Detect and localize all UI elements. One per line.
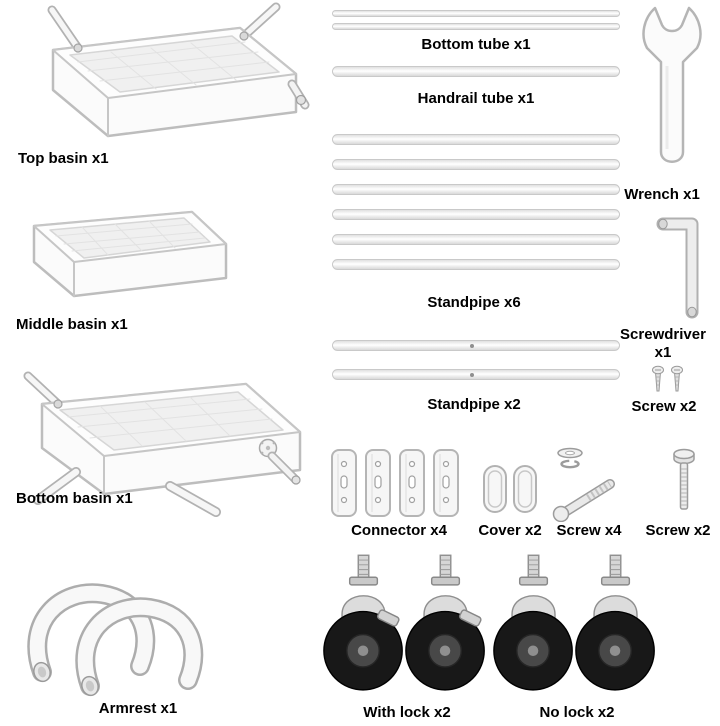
connector-illustration xyxy=(433,449,459,517)
bottom-tube-illustration xyxy=(332,23,620,30)
standpipe-illustration xyxy=(332,184,620,195)
standpipe-illustration xyxy=(332,209,620,220)
screwdriver-label: Screwdriver x1 xyxy=(620,326,706,361)
screw-set-illustration xyxy=(552,447,615,522)
connector-illustration xyxy=(399,449,425,517)
screw-hole xyxy=(470,343,475,348)
brake-lever xyxy=(459,609,482,627)
screw xyxy=(652,365,664,392)
connector-label: Connector x4 xyxy=(351,522,447,539)
top-basin-illustration xyxy=(47,2,310,138)
bottom-basin-illustration xyxy=(23,371,302,517)
connector-illustration xyxy=(331,449,357,517)
bolt-illustration xyxy=(673,448,695,510)
standpipe-illustration xyxy=(332,259,620,270)
caster-with-lock-illustration xyxy=(323,554,403,691)
standpipe-drilled-illustration xyxy=(332,369,620,380)
standpipe-illustration xyxy=(332,134,620,145)
caster-no-lock-illustration xyxy=(575,554,655,691)
caster-with-lock-illustration xyxy=(405,554,485,691)
screw xyxy=(671,365,683,392)
bottom-tube-label: Bottom tube x1 xyxy=(421,36,531,53)
handrail-tube-label: Handrail tube x1 xyxy=(417,90,535,107)
wrench-icon xyxy=(642,6,702,163)
standpipe-illustration xyxy=(332,159,620,170)
cover-illustration xyxy=(483,465,507,513)
cover-label: Cover x2 xyxy=(478,522,542,539)
handrail-tube-illustration xyxy=(332,66,620,77)
standpipe-illustration xyxy=(332,234,620,245)
middle-basin-label: Middle basin x1 xyxy=(16,316,128,333)
caster-no-lock-illustration xyxy=(493,554,573,691)
brake-lever xyxy=(377,609,400,627)
screw4-label: Screw x4 xyxy=(556,522,622,539)
standpipe6-label: Standpipe x6 xyxy=(427,294,521,311)
with-lock-label: With lock x2 xyxy=(363,704,451,721)
cover-illustration xyxy=(513,465,537,513)
standpipe2-label: Standpipe x2 xyxy=(427,396,521,413)
screw2-tool-label: Screw x2 xyxy=(631,398,697,415)
armrest-label: Armrest x1 xyxy=(98,700,178,717)
spring-washer xyxy=(560,459,580,469)
standpipe-drilled-illustration xyxy=(332,340,620,351)
wrench-label: Wrench x1 xyxy=(624,186,700,203)
connector-illustration xyxy=(365,449,391,517)
screw-hole xyxy=(470,372,475,377)
middle-basin-illustration xyxy=(32,210,228,298)
top-basin-label: Top basin x1 xyxy=(18,150,109,167)
screw2-hardware-label: Screw x2 xyxy=(645,522,711,539)
hex-key-icon xyxy=(656,217,699,319)
bottom-basin-label: Bottom basin x1 xyxy=(16,490,133,507)
no-lock-label: No lock x2 xyxy=(539,704,615,721)
small-screws-icon xyxy=(652,365,683,392)
bottom-tube-illustration xyxy=(332,10,620,17)
armrest-illustration xyxy=(27,583,204,697)
